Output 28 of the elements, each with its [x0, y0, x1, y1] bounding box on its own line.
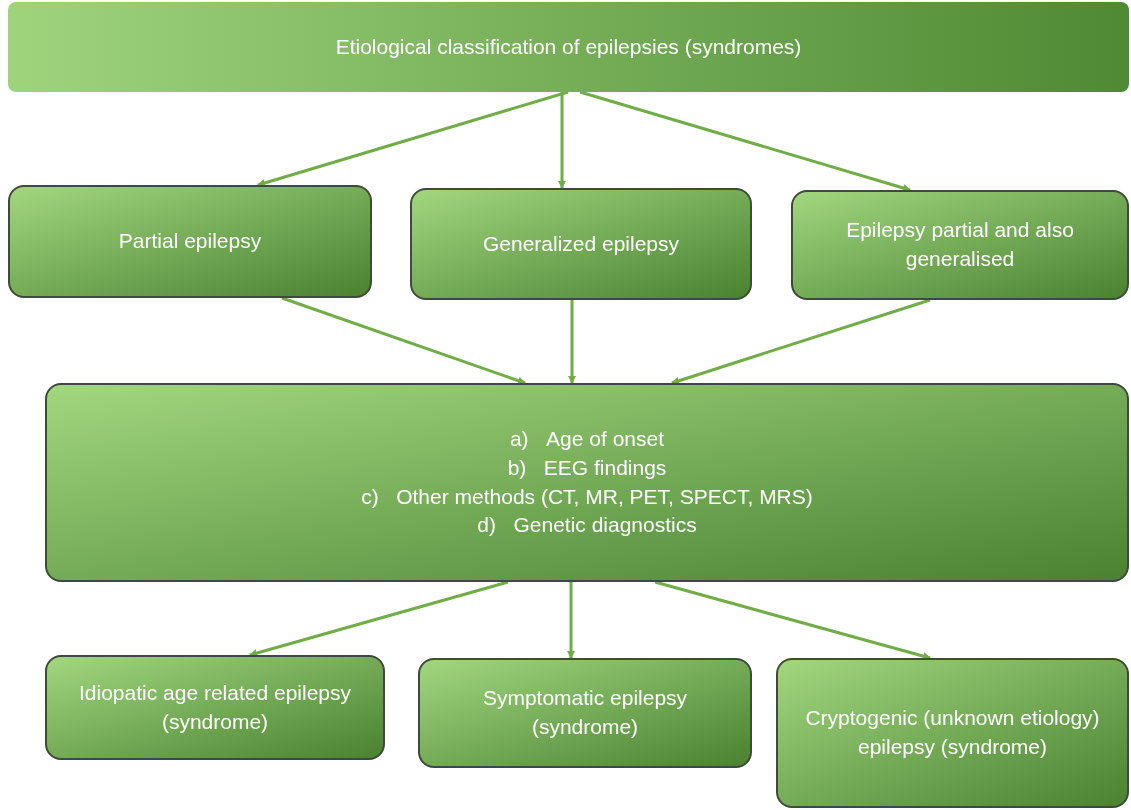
box-label: Idiopatic age related epilepsy (syndrome) [78, 679, 352, 735]
process-box [776, 658, 1129, 808]
process-box [410, 188, 752, 300]
arrow [567, 582, 575, 659]
box-label: Symptomatic epilepsy (syndrome) [481, 685, 689, 740]
box-label: Cryptogenic (unknown etiology) epilepsy (syndrome) [804, 705, 1101, 760]
process-box [45, 655, 385, 760]
arrow [654, 580, 931, 660]
arrow [568, 300, 576, 384]
process-box [8, 185, 372, 298]
arrow [671, 298, 931, 385]
process-box [418, 658, 752, 768]
arrow [257, 90, 569, 187]
box-label: Generalized epilepsy [482, 230, 680, 257]
process-box [45, 383, 1129, 582]
list-item: a) Age of onset [509, 425, 665, 452]
list-item: d) Genetic diagnostics [477, 512, 697, 539]
arrow [558, 92, 566, 189]
box-label: Epilepsy partial and also generalised [845, 217, 1075, 272]
title-banner [8, 2, 1129, 92]
box-label: Etiological classification of epilepsies (syndromes) [335, 34, 802, 61]
process-box [791, 190, 1129, 300]
list-item: c) Other methods (CT, MR, PET, SPECT, MRS) [361, 483, 813, 510]
arrow [281, 296, 526, 385]
box-label: Partial epilepsy [118, 228, 262, 255]
list-item: b) EEG findings [507, 454, 667, 481]
arrow [249, 580, 509, 657]
arrow [579, 90, 911, 192]
